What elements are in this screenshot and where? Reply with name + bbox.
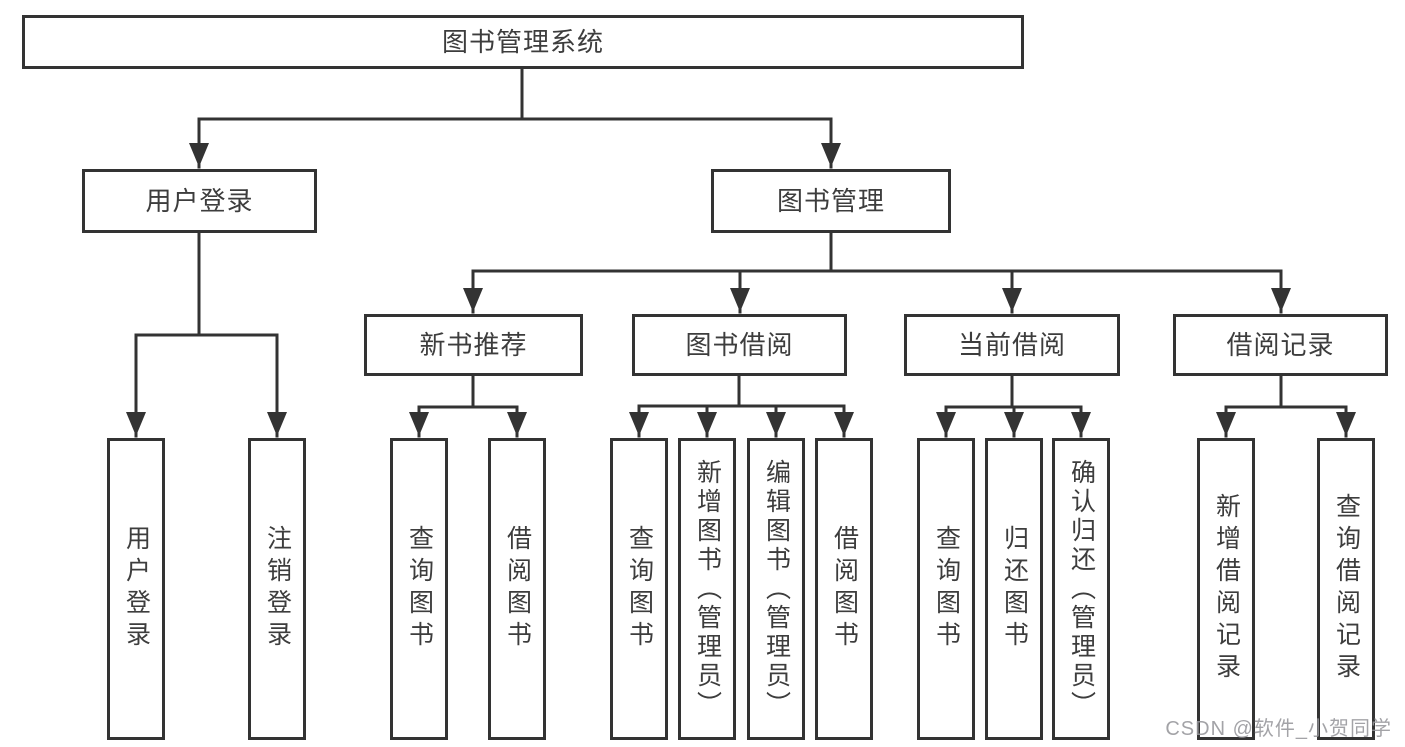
node-leaf-bw-edit-books: 编辑图书（管理员） bbox=[747, 438, 805, 740]
node-leaf-rec-add-record: 新增借阅记录 bbox=[1197, 438, 1255, 740]
connector-records-children bbox=[1216, 374, 1356, 438]
node-root-label: 图书管理系统 bbox=[441, 27, 604, 57]
node-leaf-logout-label: 注销登录 bbox=[263, 525, 292, 653]
node-leaf-cur-return-books: 归还图书 bbox=[985, 438, 1043, 740]
node-new-books-label: 新书推荐 bbox=[419, 330, 528, 360]
node-root: 图书管理系统 bbox=[22, 15, 1024, 69]
node-leaf-rec-query-record-label: 查询借阅记录 bbox=[1332, 493, 1361, 685]
node-borrowing: 图书借阅 bbox=[632, 314, 847, 376]
node-leaf-bw-borrow-books: 借阅图书 bbox=[815, 438, 873, 740]
node-leaf-rec-query-record: 查询借阅记录 bbox=[1317, 438, 1375, 740]
node-leaf-bw-edit-books-label: 编辑图书（管理员） bbox=[762, 458, 791, 720]
node-leaf-rec-add-record-label: 新增借阅记录 bbox=[1212, 493, 1241, 685]
node-leaf-bw-add-books-label: 新增图书（管理员） bbox=[693, 458, 722, 720]
node-leaf-cur-confirm-return-label: 确认归还（管理员） bbox=[1067, 458, 1096, 720]
connector-borrowing-children bbox=[629, 372, 854, 438]
node-leaf-nb-query-books-label: 查询图书 bbox=[405, 525, 434, 653]
connector-book-mgmt-children bbox=[463, 229, 1291, 314]
connector-new-books-children bbox=[409, 372, 527, 438]
node-leaf-cur-return-books-label: 归还图书 bbox=[1000, 525, 1029, 653]
node-leaf-bw-query-books-label: 查询图书 bbox=[625, 525, 654, 653]
node-current-borrow: 当前借阅 bbox=[904, 314, 1120, 376]
node-leaf-logout: 注销登录 bbox=[248, 438, 306, 740]
node-leaf-cur-query-books: 查询图书 bbox=[917, 438, 975, 740]
node-book-mgmt-label: 图书管理 bbox=[776, 186, 885, 216]
node-leaf-cur-query-books-label: 查询图书 bbox=[932, 525, 961, 653]
node-borrow-records: 借阅记录 bbox=[1173, 314, 1388, 376]
node-leaf-nb-borrow-books-label: 借阅图书 bbox=[503, 525, 532, 653]
node-user-login: 用户登录 bbox=[82, 169, 317, 233]
node-user-login-label: 用户登录 bbox=[145, 186, 254, 216]
node-leaf-bw-query-books: 查询图书 bbox=[610, 438, 668, 740]
node-leaf-bw-borrow-books-label: 借阅图书 bbox=[830, 525, 859, 653]
connector-root-to-level1 bbox=[189, 64, 841, 169]
node-current-borrow-label: 当前借阅 bbox=[957, 330, 1066, 360]
node-borrowing-label: 图书借阅 bbox=[685, 330, 794, 360]
node-leaf-nb-borrow-books: 借阅图书 bbox=[488, 438, 546, 740]
node-leaf-user-login-label: 用户登录 bbox=[122, 525, 151, 653]
node-leaf-nb-query-books: 查询图书 bbox=[390, 438, 448, 740]
node-new-books: 新书推荐 bbox=[364, 314, 583, 376]
node-leaf-cur-confirm-return: 确认归还（管理员） bbox=[1052, 438, 1110, 740]
node-leaf-user-login: 用户登录 bbox=[107, 438, 165, 740]
connector-user-login-children bbox=[126, 229, 287, 438]
node-leaf-bw-add-books: 新增图书（管理员） bbox=[678, 438, 736, 740]
connector-current-children bbox=[936, 372, 1091, 438]
watermark: CSDN @软件_小贺同学 bbox=[1165, 718, 1392, 740]
node-borrow-records-label: 借阅记录 bbox=[1226, 330, 1335, 360]
node-book-mgmt: 图书管理 bbox=[711, 169, 951, 233]
